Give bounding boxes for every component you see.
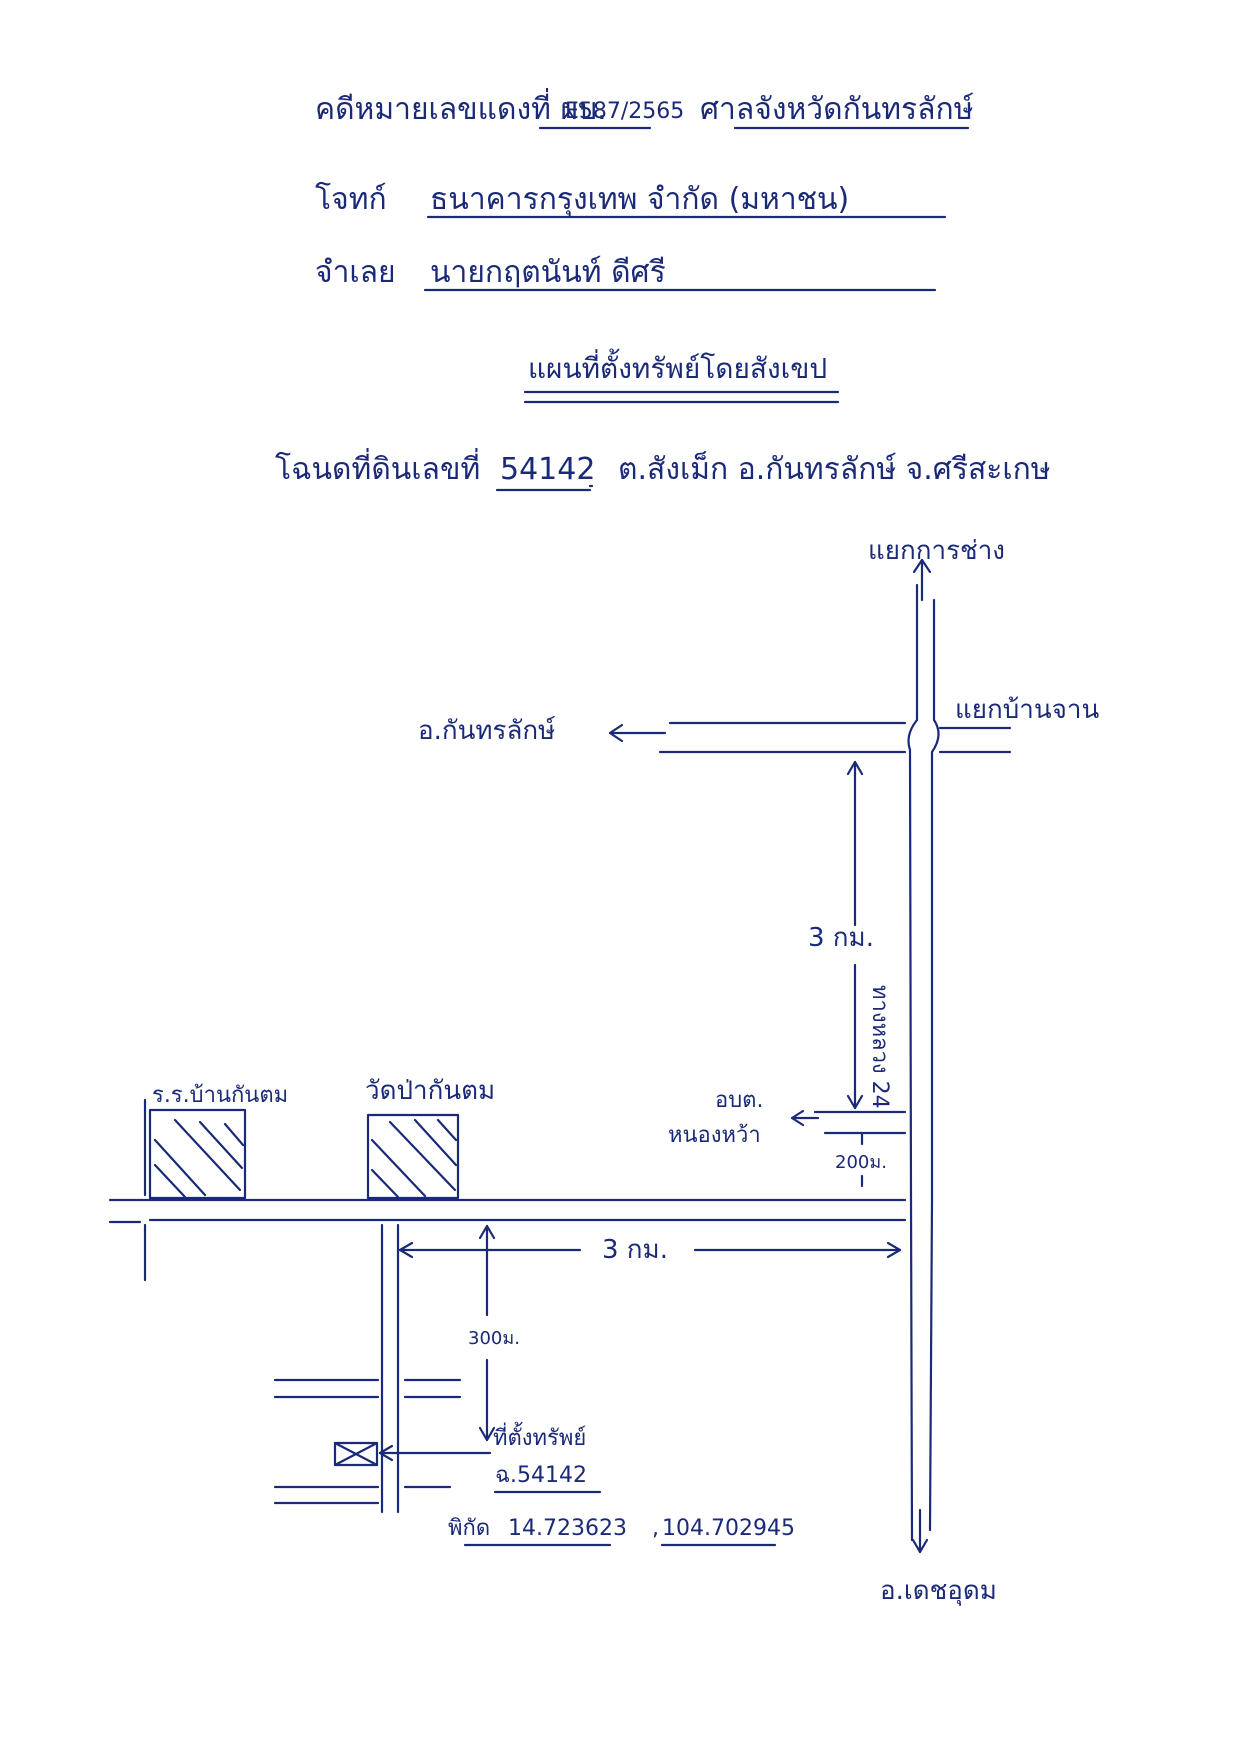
property-marker-icon: [333, 1441, 379, 1467]
dim-vertical-arrow-up: [846, 760, 864, 776]
coords-prefix: พิกัด: [448, 1516, 491, 1541]
property-label: ที่ตั้งทรัพย์: [493, 1426, 587, 1451]
to-south-label: อ.เดชอุดม: [880, 1576, 997, 1606]
tambon-office-label: อบต.: [715, 1088, 764, 1113]
temple-building: [366, 1113, 460, 1200]
highway-west-edge: [907, 583, 919, 1542]
school-hatch: [153, 1118, 245, 1199]
map-title: แผนที่ตั้งทรัพย์โดยสังเขป: [528, 352, 828, 385]
junction-east-label: แยกบ้านจาน: [955, 695, 1100, 725]
school-building: [148, 1108, 247, 1200]
dist-horizontal-label: 3 กม.: [602, 1235, 668, 1265]
property-arrow-head: [378, 1444, 394, 1462]
south-arrow-head: [911, 1538, 929, 1554]
junction-north-label: แยกการช่าง: [868, 536, 1005, 566]
tambon-arrow-head: [790, 1109, 805, 1127]
temple-label: วัดป่ากันตม: [365, 1076, 496, 1106]
defendant-label: จำเลย: [315, 255, 396, 290]
dist-side-label: 300ม.: [468, 1328, 520, 1349]
tambon-name-label: หนองหว้า: [668, 1123, 761, 1148]
school-label: ร.ร.บ้านกันตม: [152, 1083, 289, 1108]
dim-vertical-arrow-down: [846, 1094, 864, 1110]
coords-lon: 104.702945: [662, 1516, 795, 1541]
north-arrow-head: [912, 558, 932, 574]
case-label: คดีหมายเลขแดงที่ ผบ.: [315, 92, 607, 127]
dim-horizontal-arrow-right: [886, 1241, 902, 1259]
to-west-label: อ.กันทรลักษ์: [418, 716, 556, 746]
court-name: ศาลจังหวัดกันทรลักษ์: [700, 92, 974, 127]
property-deed-label: ฉ.54142: [495, 1463, 587, 1488]
west-arrow-head: [608, 723, 624, 743]
plaintiff-label: โจทก์: [315, 182, 387, 217]
case-number: E587/2565: [565, 99, 685, 124]
dim-side-arrow-down: [478, 1426, 496, 1442]
dim-side-arrow-up: [478, 1224, 496, 1240]
property-marker-cross: [333, 1441, 379, 1467]
deed-number: 54142: [500, 452, 596, 487]
road-name-label: ทางหลวง 24: [867, 985, 892, 1109]
dist-tambon-label: 200ม.: [835, 1152, 887, 1173]
temple-hatch: [370, 1118, 458, 1199]
dim-horizontal-arrow-left: [398, 1241, 414, 1259]
coords-lat: 14.723623: [508, 1516, 627, 1541]
deed-label: โฉนดที่ดินเลขที่: [275, 452, 481, 487]
deed-location: ต.สังเม็ก อ.กันทรลักษ์ จ.ศรีสะเกษ: [618, 452, 1051, 487]
plaintiff-name: ธนาคารกรุงเทพ จำกัด (มหาชน): [430, 182, 850, 217]
highway-east-edge: [928, 598, 940, 1532]
dist-vertical-label: 3 กม.: [808, 923, 874, 953]
defendant-name: นายกฤตนันท์ ดีศรี: [430, 255, 666, 290]
coords-sep: ,: [652, 1516, 659, 1541]
